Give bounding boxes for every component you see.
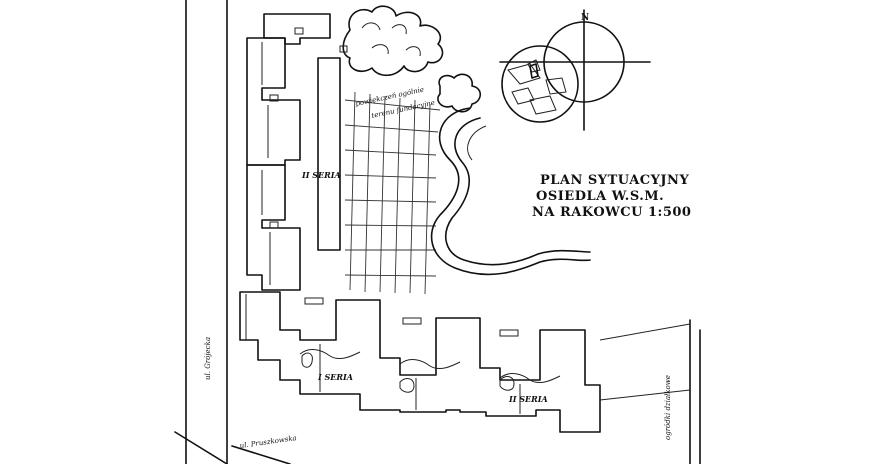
building-column-west [246,13,331,291]
title-line-2: OSIEDLA W.S.M. [536,189,664,204]
north-label: N [581,13,589,23]
entrance-marker [339,45,348,53]
park-grid [317,57,441,295]
location-inset [499,9,651,131]
tree-canopy [342,5,482,113]
street-label-east: ogródki działkowe [664,375,672,440]
building-row-south [239,291,691,433]
title-line-3: NA RAKOWCU 1:500 [532,205,691,220]
street-lines [174,0,701,464]
label-seria-ii-south: II SERIA [508,394,548,404]
street-label-south: ul. Pruszkowska [239,434,297,450]
pond [430,107,591,276]
title-block: PLAN SYTUACYJNY OSIEDLA W.S.M. NA RAKOWC… [532,173,691,220]
label-seria-ii-north: II SERIA [301,170,341,180]
street-label-west: ul. Grójecka [204,337,212,380]
label-seria-i: I SERIA [317,372,353,382]
title-line-1: PLAN SYTUACYJNY [540,173,689,188]
